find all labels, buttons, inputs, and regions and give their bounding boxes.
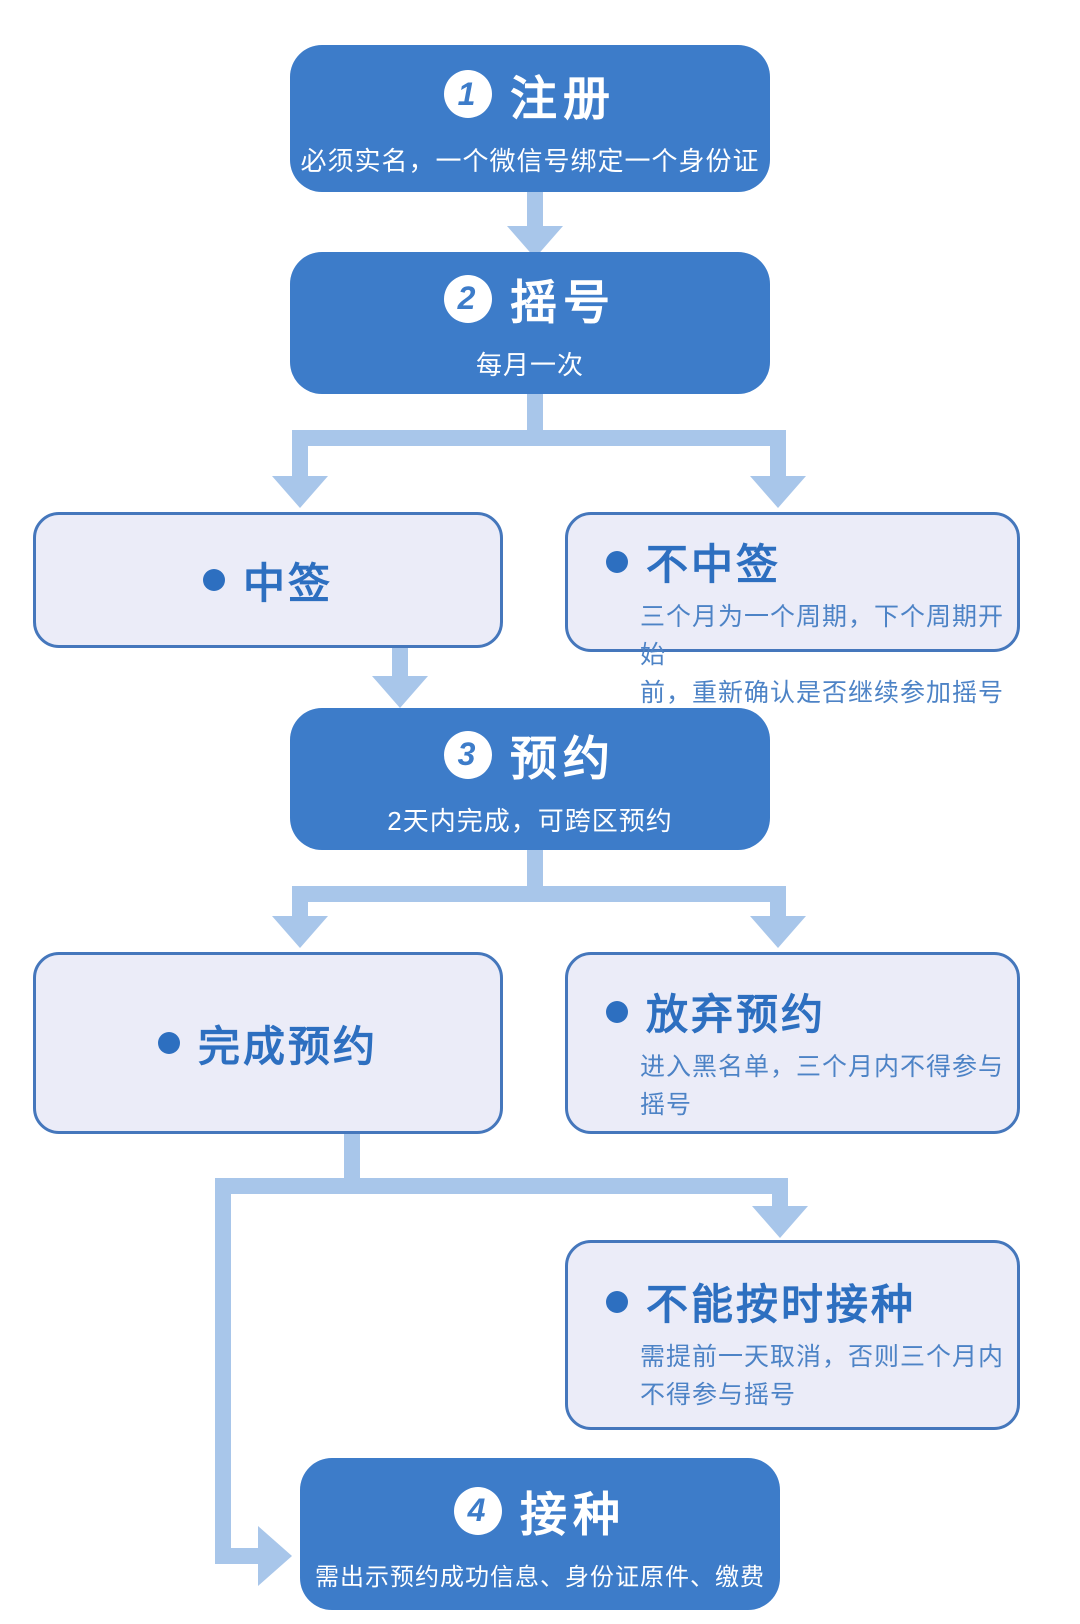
connector-win-to-booking-line — [392, 648, 408, 676]
connector-booking-left-drop — [292, 902, 308, 916]
step-box-lottery: 2 摇号 每月一次 — [290, 252, 770, 394]
step-register-title: 注册 — [510, 71, 616, 125]
bullet-icon — [157, 1032, 180, 1054]
outcome-booking-abandon-title: 放弃预约 — [646, 991, 827, 1038]
arrow-down-icon — [272, 916, 328, 948]
outcome-missed-title-row: 不能按时接种 — [568, 1243, 1017, 1332]
arrow-down-icon — [752, 1206, 808, 1238]
outcome-lose-title: 不中签 — [646, 541, 782, 588]
outcome-win-content: 中签 — [36, 515, 500, 645]
connector-complete-stub — [344, 1134, 360, 1178]
connector-complete-right-drop — [772, 1194, 788, 1206]
step-number-4-icon: 4 — [454, 1486, 502, 1535]
outcome-box-win: 中签 — [33, 512, 503, 648]
outcome-lose-title-row: 不中签 — [568, 515, 1017, 592]
outcome-box-booking-complete: 完成预约 — [33, 952, 503, 1134]
step-register-title-row: 1 注册 — [444, 60, 616, 129]
step-number-2-icon: 2 — [444, 274, 492, 323]
bullet-icon — [606, 1000, 628, 1023]
connector-lottery-left-drop — [292, 446, 308, 476]
arrow-right-icon — [258, 1526, 292, 1586]
outcome-missed-description: 需提前一天取消，否则三个月内 不得参与摇号 — [640, 1343, 1005, 1409]
connector-complete-branch-bar — [215, 1178, 788, 1194]
outcome-box-lose: 不中签 三个月为一个周期，下个周期开始 前，重新确认是否继续参加摇号 — [565, 512, 1020, 707]
connector-lottery-stub — [527, 394, 543, 430]
arrow-down-icon — [750, 916, 806, 948]
step-lottery-title-row: 2 摇号 — [444, 264, 616, 333]
arrow-down-icon — [272, 476, 328, 508]
arrow-down-icon — [372, 676, 428, 708]
step-box-booking: 3 预约 2天内完成，可跨区预约 — [290, 708, 770, 850]
step-booking-title: 预约 — [510, 732, 616, 785]
step-number-3-icon: 3 — [444, 730, 492, 779]
step-lottery-title: 摇号 — [510, 276, 616, 329]
connector-complete-left-line — [215, 1178, 231, 1564]
step-vaccinate-title-row: 4 接种 — [454, 1476, 626, 1545]
arrow-down-icon — [750, 476, 806, 508]
outcome-box-missed-vaccination: 不能按时接种 需提前一天取消，否则三个月内 不得参与摇号 — [565, 1240, 1020, 1430]
outcome-booking-complete-content: 完成预约 — [36, 955, 500, 1131]
outcome-lose-description: 三个月为一个周期，下个周期开始 前，重新确认是否继续参加摇号 — [640, 603, 1005, 707]
bullet-icon — [606, 1290, 628, 1313]
step-box-vaccinate: 4 接种 需出示预约成功信息、身份证原件、缴费 — [300, 1458, 780, 1610]
outcome-booking-abandon-description: 进入黑名单，三个月内不得参与 摇号 — [640, 1053, 1005, 1119]
step-vaccinate-subtitle: 需出示预约成功信息、身份证原件、缴费 — [315, 1564, 765, 1591]
connector-booking-stub — [527, 850, 543, 886]
connector-booking-right-drop — [770, 902, 786, 916]
connector-register-to-lottery-line — [527, 192, 543, 226]
connector-lottery-right-drop — [770, 446, 786, 476]
step-booking-subtitle: 2天内完成，可跨区预约 — [387, 806, 673, 836]
outcome-booking-complete-title: 完成预约 — [197, 1022, 378, 1070]
outcome-box-booking-abandon: 放弃预约 进入黑名单，三个月内不得参与 摇号 — [565, 952, 1020, 1134]
bullet-icon — [202, 569, 225, 591]
connector-complete-elbow — [215, 1548, 260, 1564]
step-booking-title-row: 3 预约 — [444, 720, 616, 789]
outcome-win-title: 中签 — [242, 559, 333, 607]
outcome-missed-title: 不能按时接种 — [646, 1281, 917, 1328]
step-vaccinate-title: 接种 — [520, 1488, 626, 1541]
bullet-icon — [606, 550, 628, 573]
connector-lottery-branch-bar — [292, 430, 786, 446]
step-box-register: 1 注册 必须实名，一个微信号绑定一个身份证 — [290, 45, 770, 192]
connector-booking-branch-bar — [292, 886, 786, 902]
outcome-booking-abandon-title-row: 放弃预约 — [568, 955, 1017, 1042]
step-lottery-subtitle: 每月一次 — [475, 350, 584, 380]
step-register-subtitle: 必须实名，一个微信号绑定一个身份证 — [300, 145, 760, 176]
step-number-1-icon: 1 — [444, 70, 492, 118]
